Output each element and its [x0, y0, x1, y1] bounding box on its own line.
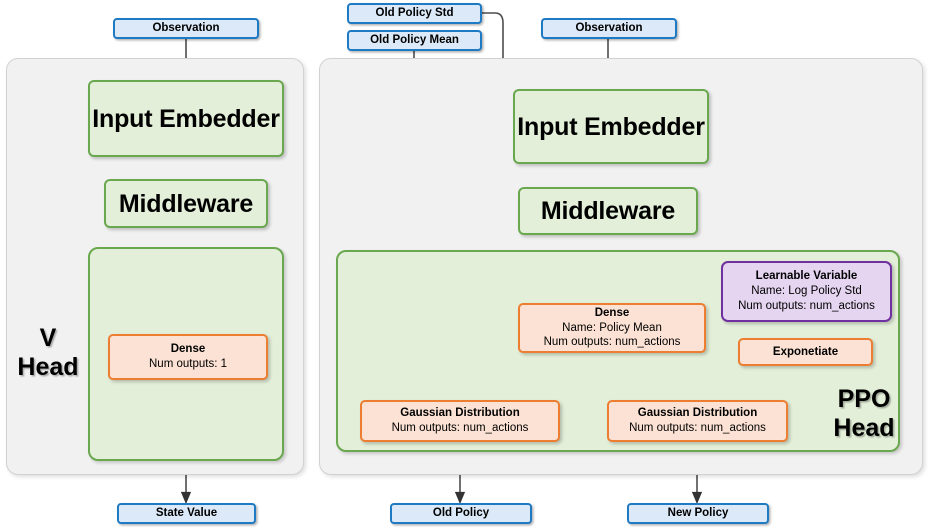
- ppo-input-old-policy-std-label: Old Policy Std: [375, 7, 454, 20]
- ppo-input-embedder[interactable]: Input Embedder: [513, 89, 709, 164]
- wire-old-policy-std-to-gaussian-old: [482, 12, 509, 404]
- ppo-middleware-label: Middleware: [540, 197, 676, 225]
- v-head-dense-line2: Num outputs: 1: [149, 358, 227, 370]
- ppo-gaussian-distribution-old[interactable]: Gaussian Distribution Num outputs: num_a…: [360, 400, 560, 442]
- ppo-gaussian-new-line2: Num outputs: num_actions: [629, 422, 766, 434]
- v-head-dense-title: Dense: [170, 343, 206, 356]
- ppo-learnable-variable-line2: Name: Log Policy Std: [751, 285, 862, 298]
- v-head-middleware[interactable]: Middleware: [104, 179, 268, 228]
- v-head-input-observation[interactable]: Observation: [113, 18, 259, 39]
- ppo-middleware[interactable]: Middleware: [518, 187, 698, 235]
- ppo-output-old-policy[interactable]: Old Policy: [390, 503, 532, 524]
- ppo-dense-line2: Name: Policy Mean: [562, 321, 662, 334]
- ppo-exponetiate-title: Exponetiate: [772, 345, 839, 358]
- ppo-learnable-variable-title: Learnable Variable: [755, 270, 858, 283]
- ppo-output-new-policy-label: New Policy: [667, 507, 729, 520]
- ppo-exponetiate[interactable]: Exponetiate: [738, 338, 873, 366]
- v-head-output-state-value-label: State Value: [155, 507, 218, 520]
- ppo-input-old-policy-mean-label: Old Policy Mean: [370, 34, 459, 47]
- v-head-middleware-label: Middleware: [118, 189, 254, 218]
- ppo-dense-line3: Num outputs: num_actions: [543, 336, 681, 349]
- ppo-head-caption-line1: PPO: [837, 385, 891, 413]
- ppo-output-old-policy-label: Old Policy: [432, 507, 490, 520]
- ppo-input-observation[interactable]: Observation: [541, 18, 677, 39]
- ppo-gaussian-distribution-new[interactable]: Gaussian Distribution Num outputs: num_a…: [607, 400, 788, 442]
- ppo-head-caption-line2: Head: [833, 413, 895, 442]
- ppo-input-embedder-label: Input Embedder: [517, 112, 705, 141]
- ppo-input-old-policy-mean[interactable]: Old Policy Mean: [347, 30, 482, 51]
- ppo-input-observation-label: Observation: [575, 22, 643, 35]
- ppo-input-old-policy-std[interactable]: Old Policy Std: [347, 3, 482, 24]
- v-head-caption: V Head: [12, 324, 84, 382]
- ppo-gaussian-old-line2: Num outputs: num_actions: [391, 422, 529, 434]
- ppo-dense-title: Dense: [594, 306, 630, 319]
- ppo-learnable-variable-log-policy-std[interactable]: Learnable Variable Name: Log Policy Std …: [721, 261, 892, 322]
- v-head-input-embedder[interactable]: Input Embedder: [88, 80, 284, 157]
- v-head-caption-line1: V: [39, 324, 57, 352]
- ppo-output-new-policy[interactable]: New Policy: [627, 503, 769, 524]
- ppo-dense-policy-mean[interactable]: Dense Name: Policy Mean Num outputs: num…: [518, 303, 706, 353]
- ppo-gaussian-new-title: Gaussian Distribution: [637, 407, 758, 420]
- v-head-input-observation-label: Observation: [152, 22, 220, 35]
- ppo-head-caption: PPO Head: [822, 385, 906, 443]
- v-head-input-embedder-label: Input Embedder: [92, 104, 280, 133]
- v-head-dense-block[interactable]: Dense Num outputs: 1: [108, 334, 268, 380]
- v-head-output-state-value[interactable]: State Value: [117, 503, 256, 524]
- v-head-caption-line2: Head: [17, 352, 79, 381]
- ppo-gaussian-old-title: Gaussian Distribution: [400, 407, 520, 420]
- ppo-learnable-variable-line3: Num outputs: num_actions: [738, 299, 875, 312]
